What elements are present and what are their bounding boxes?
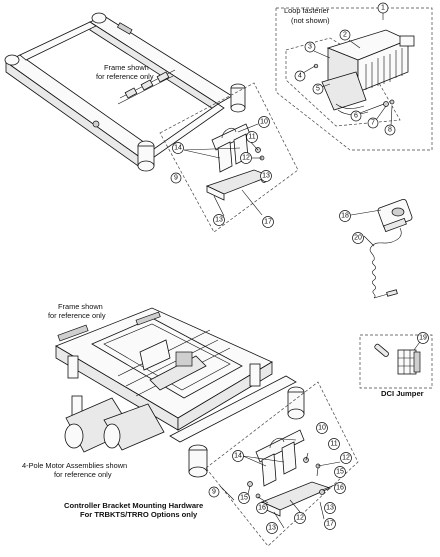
callout-9-bottom: 9 — [208, 486, 220, 498]
frame-assembly-bottom-icon — [55, 307, 305, 478]
svg-text:8: 8 — [388, 127, 392, 134]
joystick-module-icon — [369, 198, 413, 299]
callout-12-top: 12 — [240, 152, 252, 164]
callout-9-top: 9 — [170, 172, 182, 184]
callout-10-top: 10 — [258, 116, 270, 128]
callout-16-bottom-b: 16 — [256, 502, 268, 514]
svg-text:12: 12 — [342, 455, 350, 462]
frame-reference-bottom-line2: for reference only — [48, 311, 106, 320]
svg-text:11: 11 — [330, 441, 337, 448]
svg-text:12: 12 — [242, 155, 250, 162]
svg-text:20: 20 — [354, 235, 362, 242]
joystick-bracket-region — [285, 37, 401, 127]
svg-text:13: 13 — [215, 217, 223, 224]
leader-lines — [183, 12, 423, 529]
callout-15-bottom-a: 15 — [334, 466, 346, 478]
controller-bracket-region-bottom — [205, 381, 359, 547]
svg-text:17: 17 — [264, 219, 272, 226]
frame-assembly-top-icon — [4, 12, 246, 172]
loop-fastener-label: Loop fastener — [284, 6, 330, 15]
callout-11-bottom: 11 — [328, 438, 340, 450]
svg-text:19: 19 — [419, 335, 427, 342]
frame-reference-top-line1: Frame shown — [104, 63, 149, 72]
svg-text:17: 17 — [326, 521, 334, 528]
motor-assemblies-line2: for reference only — [54, 470, 112, 479]
svg-text:1: 1 — [381, 5, 385, 12]
svg-text:2: 2 — [343, 32, 347, 39]
svg-text:16: 16 — [258, 505, 266, 512]
dci-jumper-label: DCI Jumper — [381, 389, 424, 398]
svg-text:14: 14 — [234, 453, 242, 460]
controller-bracket-region-top — [159, 82, 299, 233]
controller-bracket-caption-line1: Controller Bracket Mounting Hardware — [64, 501, 203, 510]
callout-15-bottom-b: 15 — [238, 492, 250, 504]
svg-text:6: 6 — [354, 113, 358, 120]
controller-bracket-top-icon — [205, 123, 272, 201]
callout-1: 1 — [377, 2, 389, 14]
svg-text:4: 4 — [298, 73, 302, 80]
svg-text:15: 15 — [336, 469, 344, 476]
motor-assemblies-line1: 4-Pole Motor Assemblies shown — [22, 461, 127, 470]
callout-12-bottom-a: 12 — [340, 452, 352, 464]
motor-illustration — [64, 397, 165, 453]
svg-text:16: 16 — [336, 485, 344, 492]
svg-text:7: 7 — [371, 120, 375, 127]
svg-text:11: 11 — [248, 134, 255, 141]
svg-text:13: 13 — [268, 525, 276, 532]
callout-20: 20 — [352, 232, 364, 244]
callout-17-bottom: 17 — [324, 518, 336, 530]
controller-bracket-bottom-icon — [247, 429, 332, 517]
callout-13-top-b: 13 — [213, 214, 225, 226]
loop-fastener-region — [275, 7, 433, 151]
frame-reference-top-line2: for reference only — [96, 72, 154, 81]
svg-text:13: 13 — [262, 173, 270, 180]
callout-13-bottom-a: 13 — [324, 502, 336, 514]
callout-8: 8 — [384, 124, 396, 136]
callout-12-bottom-b: 12 — [294, 512, 306, 524]
callout-3: 3 — [304, 41, 316, 53]
svg-text:3: 3 — [308, 44, 312, 51]
dci-jumper-icon — [374, 343, 421, 375]
callout-4: 4 — [294, 70, 306, 82]
callout-6: 6 — [350, 110, 362, 122]
svg-text:14: 14 — [174, 145, 182, 152]
svg-text:9: 9 — [212, 489, 216, 496]
callout-5: 5 — [312, 83, 324, 95]
callout-13-top-a: 13 — [260, 170, 272, 182]
joystick-controller-icon — [313, 29, 415, 115]
svg-text:12: 12 — [296, 515, 304, 522]
svg-text:18: 18 — [341, 213, 349, 220]
callout-7: 7 — [367, 117, 379, 129]
svg-text:15: 15 — [240, 495, 248, 502]
svg-text:10: 10 — [260, 119, 268, 126]
callout-18: 18 — [339, 210, 351, 222]
callout-16-bottom-a: 16 — [334, 482, 346, 494]
callout-10-bottom: 10 — [316, 422, 328, 434]
callout-17-top: 17 — [262, 216, 274, 228]
controller-bracket-caption-line2: For TRBKTS/TRRO Options only — [80, 510, 198, 519]
dci-jumper-region — [359, 334, 433, 389]
svg-text:10: 10 — [318, 425, 326, 432]
callout-13-bottom-b: 13 — [266, 522, 278, 534]
svg-text:5: 5 — [316, 86, 320, 93]
callout-19: 19 — [417, 332, 429, 344]
callout-11-top: 11 — [246, 131, 258, 143]
svg-text:13: 13 — [326, 505, 334, 512]
not-shown-label: (not shown) — [291, 16, 330, 25]
svg-text:9: 9 — [174, 175, 178, 182]
callout-14-bottom: 14 — [232, 450, 244, 462]
callout-2: 2 — [339, 29, 351, 41]
callout-14-top: 14 — [172, 142, 184, 154]
frame-reference-bottom-line1: Frame shown — [58, 302, 103, 311]
